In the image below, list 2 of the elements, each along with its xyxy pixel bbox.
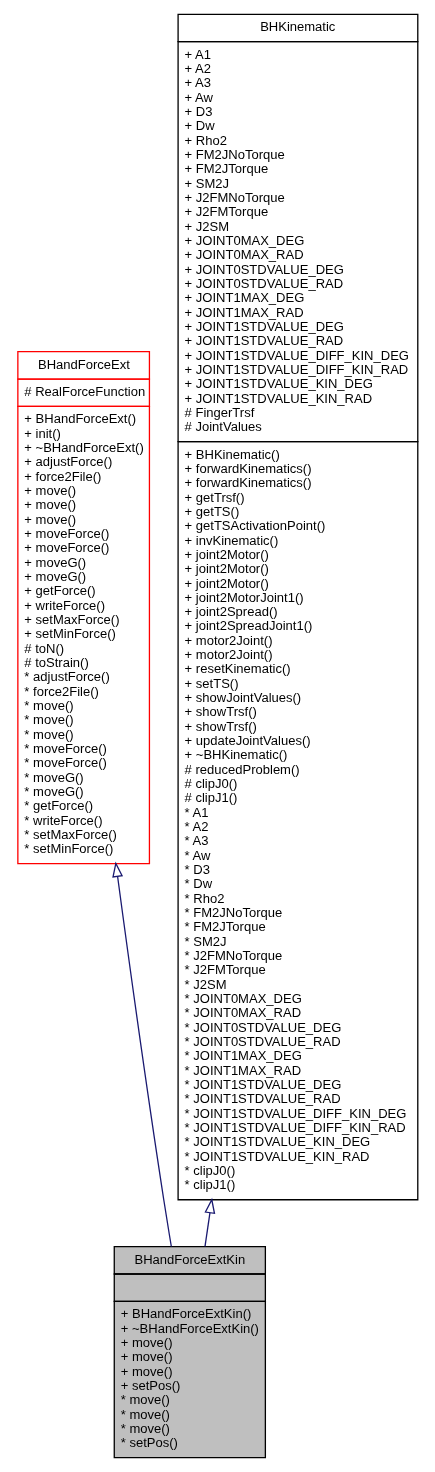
arrow [112,861,172,1248]
arrow [204,1197,216,1248]
